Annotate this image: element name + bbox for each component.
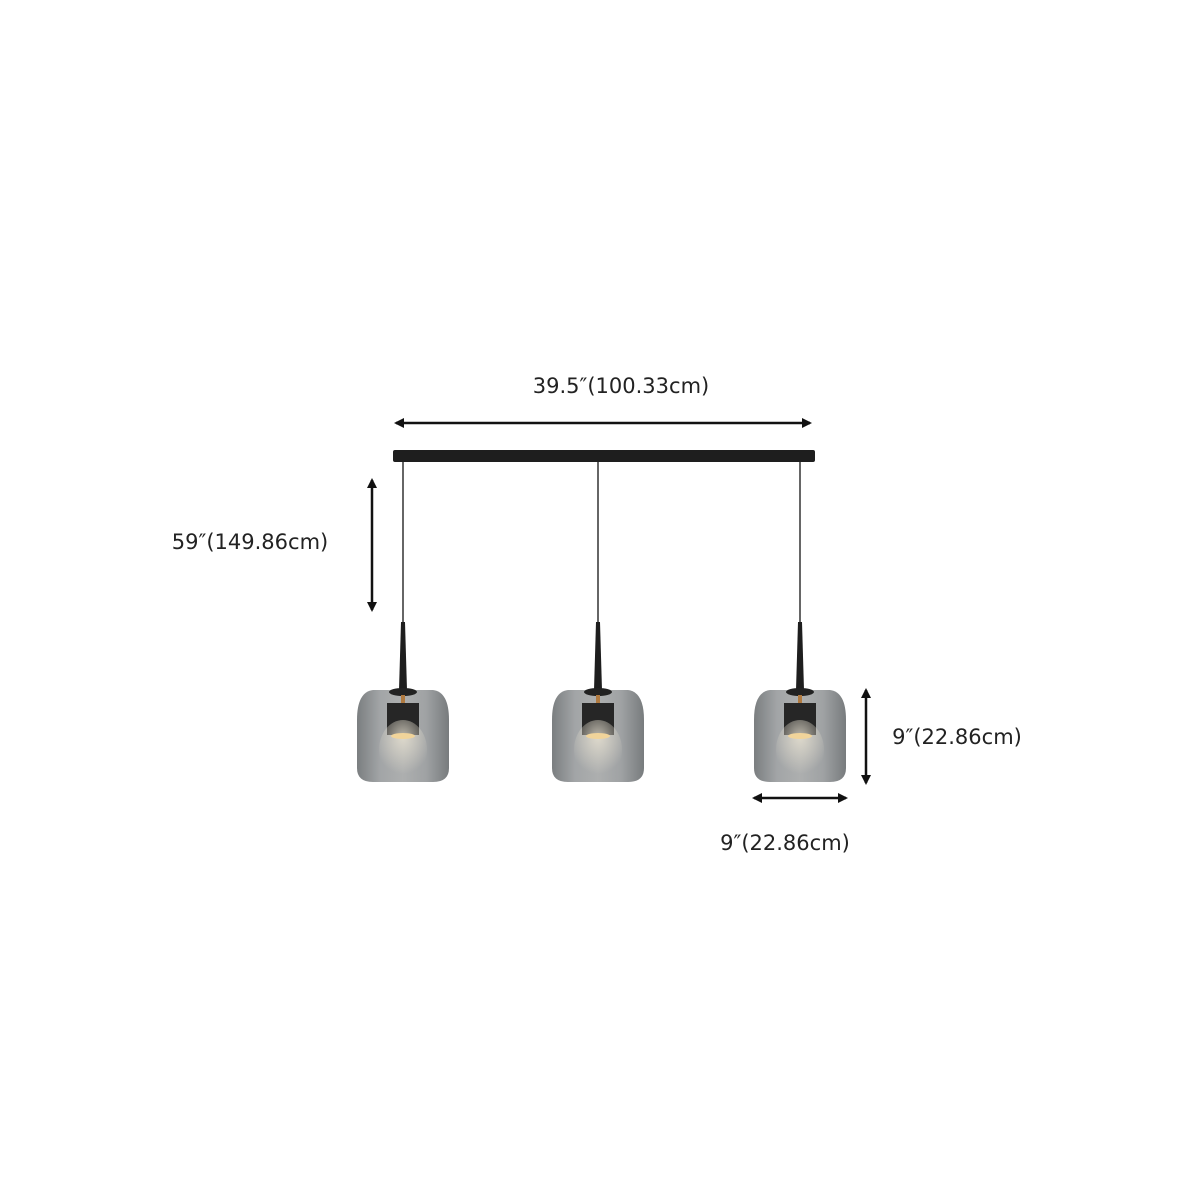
pendant-lamp (754, 462, 846, 782)
bulb-light (788, 733, 812, 739)
light-glow (776, 720, 824, 780)
pendant-lamp (552, 462, 644, 782)
brass-collar (596, 695, 600, 703)
bulb-light (586, 733, 610, 739)
pendant-lamp (357, 462, 449, 782)
hanging-height-label: 59″(149.86cm) (171, 530, 329, 554)
shade-cap (786, 688, 814, 696)
lamp-rod (594, 622, 602, 690)
light-glow (574, 720, 622, 780)
shade-width-label: 9″(22.86cm) (720, 831, 850, 855)
lamp-rod (399, 622, 407, 690)
shade-height-label: 9″(22.86cm) (892, 725, 1022, 749)
brass-collar (401, 695, 405, 703)
brass-collar (798, 695, 802, 703)
ceiling-canopy-bar (393, 450, 815, 462)
shade-cap (584, 688, 612, 696)
lamp-rod (796, 622, 804, 690)
bulb-light (391, 733, 415, 739)
total-length-label: 39.5″(100.33cm) (532, 374, 710, 398)
shade-cap (389, 688, 417, 696)
light-glow (379, 720, 427, 780)
